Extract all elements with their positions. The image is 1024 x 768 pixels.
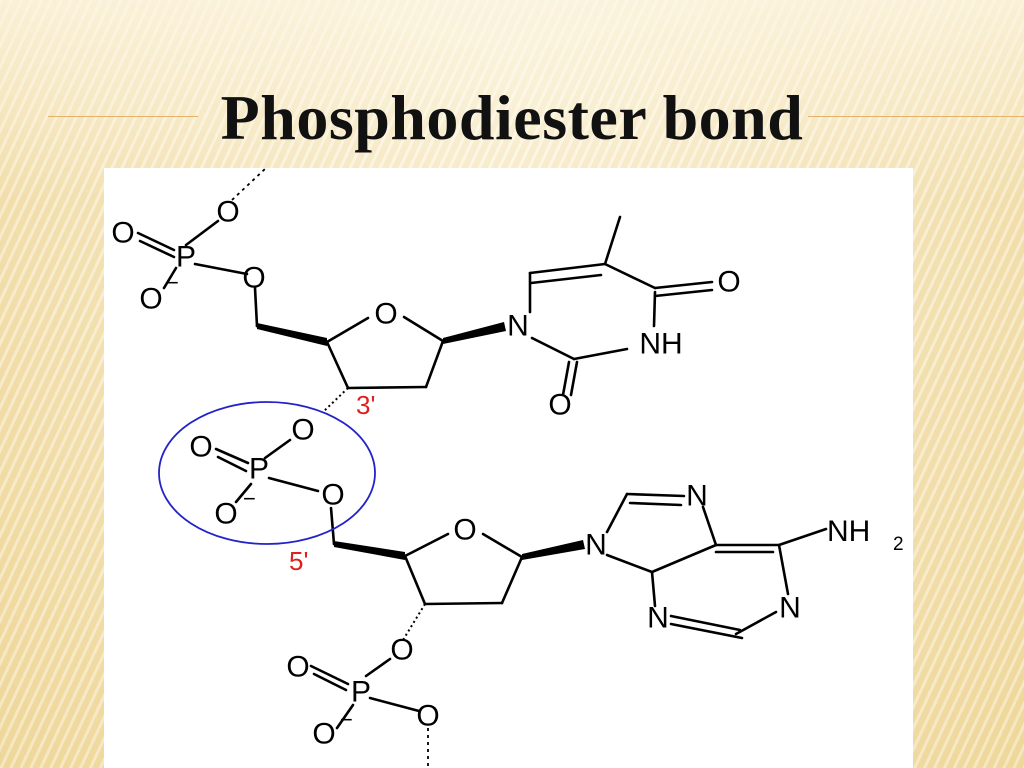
atom-oxygen: O [416, 700, 439, 733]
atom-oxygen: O [286, 651, 309, 684]
atom-oxygen: O [216, 196, 239, 229]
phosphodiester-highlight-circle [158, 401, 376, 545]
atom-oxygen: O [321, 479, 344, 512]
phosphodiester-diagram: O O P O O O O N NH O O O P O O O N N N N… [104, 168, 913, 768]
atom-oxygen: O [717, 266, 740, 299]
atom-oxygen: O [374, 298, 397, 331]
atom-oxygen: O [111, 217, 134, 250]
atom-nh2: NH [827, 515, 870, 548]
atom-oxygen: O [453, 514, 476, 547]
atom-nitrogen: N [686, 480, 708, 513]
atom-oxygen: O [139, 283, 162, 316]
slide-title: Phosphodiester bond [220, 82, 804, 153]
atom-nitrogen: N [779, 592, 801, 625]
negative-charge: − [340, 707, 353, 732]
atom-oxygen: O [312, 718, 335, 751]
negative-charge: − [243, 486, 256, 511]
molecule-structure: O O P O O O O N NH O O O P O O O N N N N… [111, 168, 904, 768]
atom-oxygen: O [189, 431, 212, 464]
atom-oxygen: O [390, 634, 413, 667]
title-rule-right [808, 116, 1024, 117]
atom-oxygen: O [242, 262, 265, 295]
three-prime-label: 3' [356, 390, 375, 420]
amino-group-label: NH 2 [827, 515, 904, 555]
title-rule-left [48, 116, 198, 117]
atom-phosphorus: P [249, 453, 269, 486]
atom-nitrogen: N [507, 310, 529, 343]
atom-nitrogen: N [585, 529, 607, 562]
atom-oxygen: O [548, 389, 571, 422]
five-prime-label: 5' [289, 546, 308, 576]
atom-oxygen: O [291, 414, 314, 447]
subscript-2: 2 [893, 534, 904, 555]
atom-nitrogen: N [647, 602, 669, 635]
atom-phosphorus: P [351, 676, 371, 709]
atom-oxygen: O [214, 498, 237, 531]
atom-nh: NH [639, 328, 682, 361]
atom-phosphorus: P [176, 241, 196, 274]
negative-charge: − [166, 270, 179, 295]
